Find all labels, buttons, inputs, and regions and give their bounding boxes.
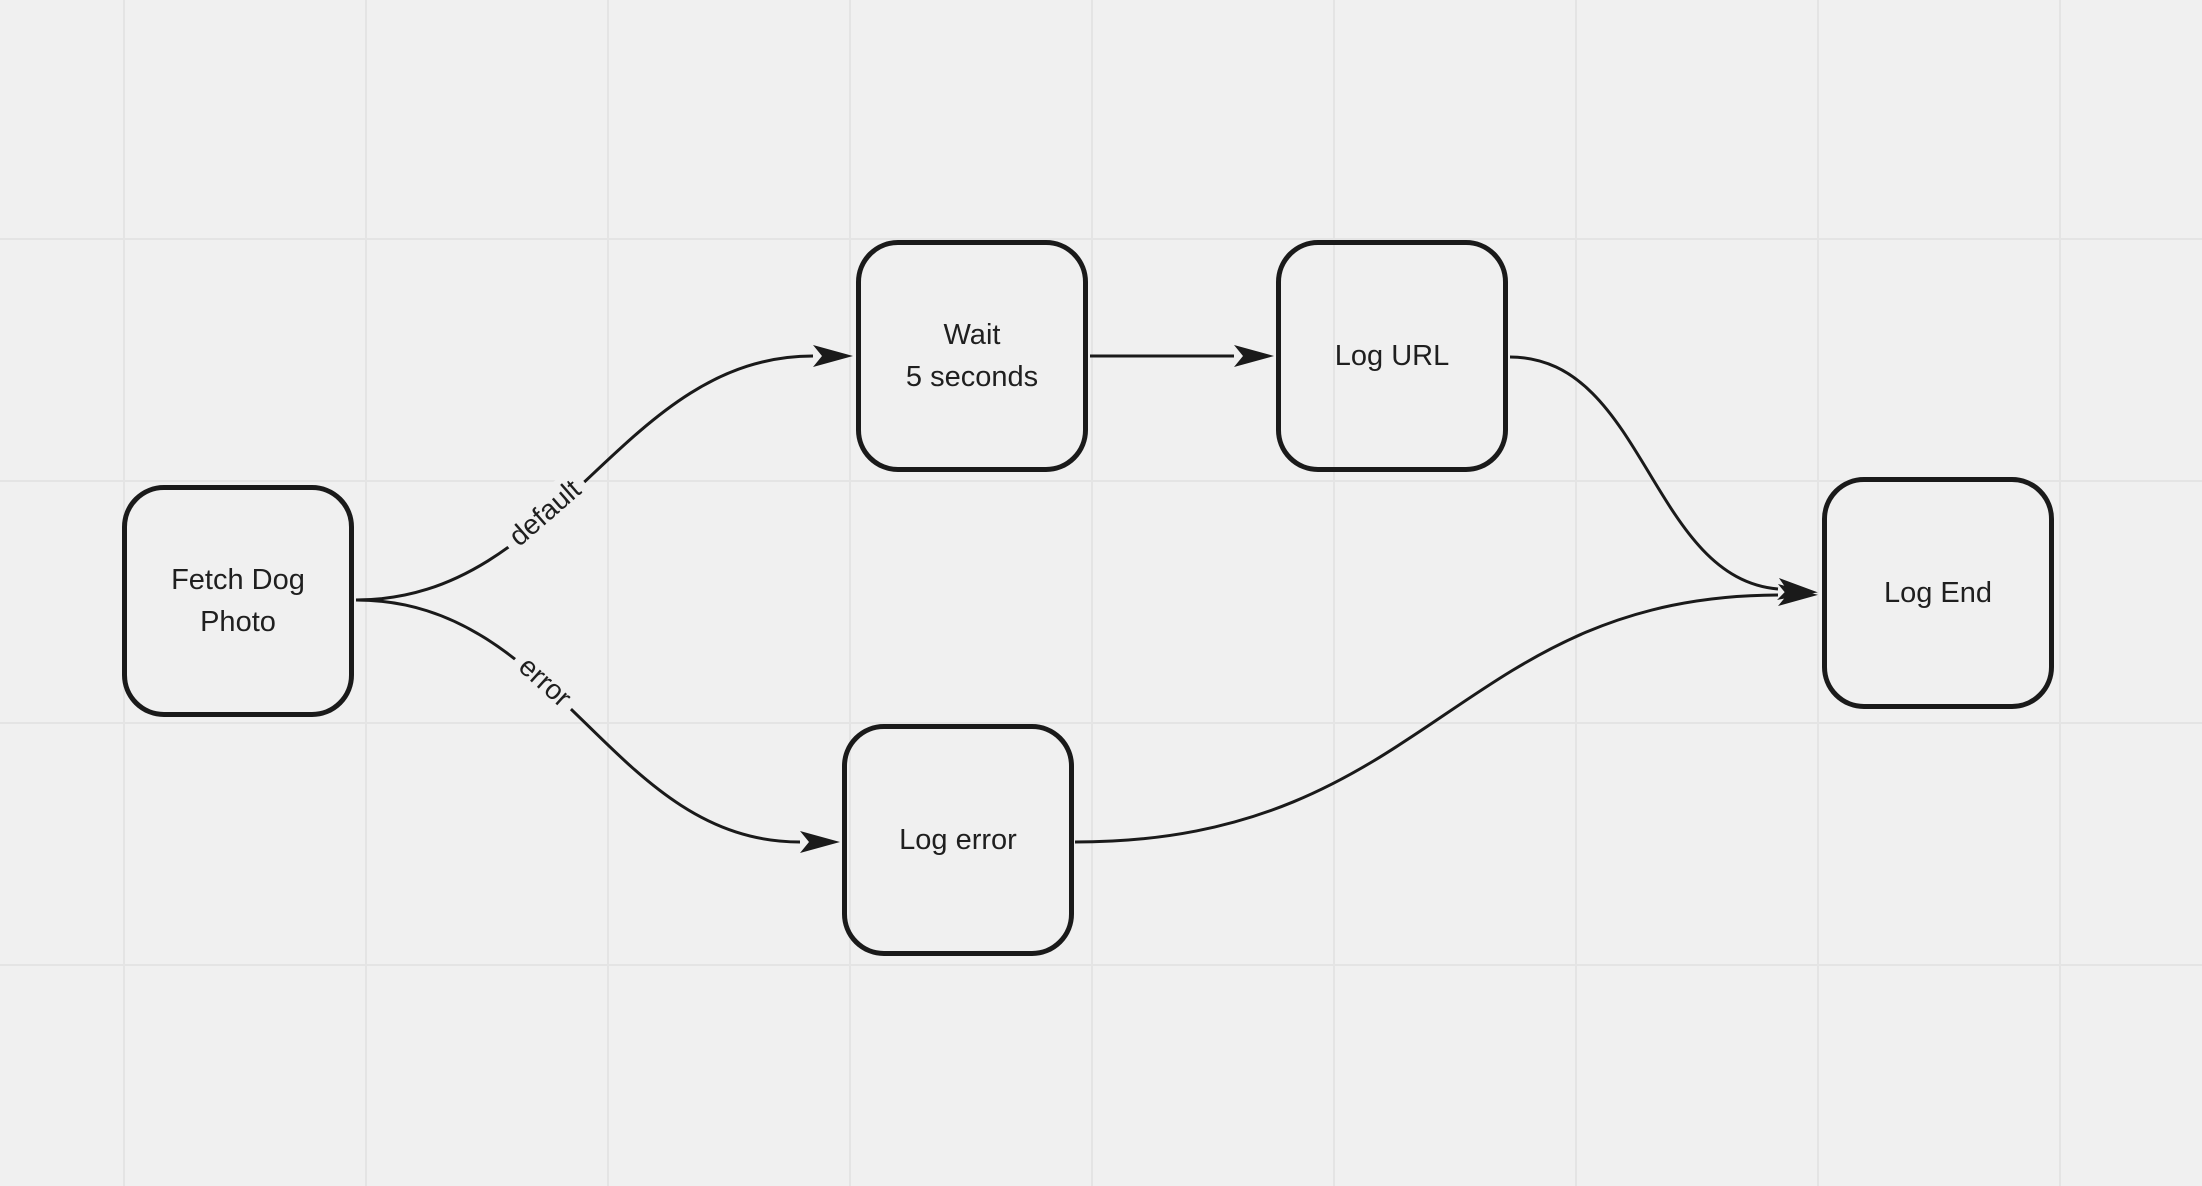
node-label-line: 5 seconds <box>905 361 1039 393</box>
edge-fetch-to-log-error[interactable] <box>355 598 840 853</box>
edge-fetch-to-wait[interactable] <box>355 345 853 602</box>
node-label: Log URL <box>1335 335 1449 377</box>
node-label: Log error <box>899 819 1017 861</box>
node-label-line: Photo <box>200 606 276 638</box>
node-log-end[interactable]: Log End <box>1822 477 2054 709</box>
node-wait-5-seconds[interactable]: Wait 5 seconds <box>856 240 1088 472</box>
node-label-line: Wait <box>943 318 1001 351</box>
edge-log-url-to-log-end[interactable] <box>1509 355 1818 600</box>
node-label: Fetch Dog Photo <box>171 559 305 643</box>
edge-log-error-to-log-end[interactable] <box>1074 584 1818 844</box>
node-label-line: Fetch Dog <box>171 563 305 596</box>
node-label: Wait 5 seconds <box>906 314 1038 398</box>
node-label-line: Log URL <box>1334 339 1450 372</box>
node-fetch-dog-photo[interactable]: Fetch Dog Photo <box>122 485 354 717</box>
node-label-line: Log error <box>899 823 1017 856</box>
node-log-error[interactable]: Log error <box>842 724 1074 956</box>
node-label: Log End <box>1884 572 1992 614</box>
node-log-url[interactable]: Log URL <box>1276 240 1508 472</box>
node-label-line: Log End <box>1883 576 1993 609</box>
